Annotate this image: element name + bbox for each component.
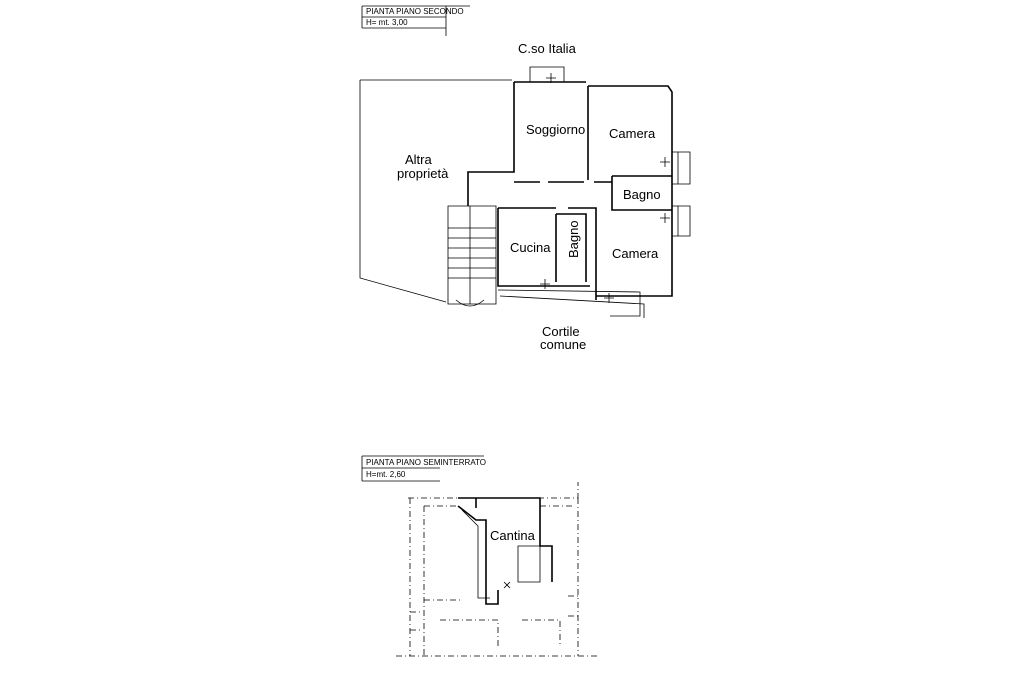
second-floor-title: PIANTA PIANO SECONDO [366, 7, 464, 16]
room-camera-top: Camera [609, 126, 656, 141]
basement-title-box: PIANTA PIANO SEMINTERRATO H=mt. 2,60 [361, 455, 486, 482]
room-soggiorno: Soggiorno [526, 122, 585, 137]
room-bagno-center: Bagno [566, 220, 581, 258]
room-bagno-right: Bagno [623, 187, 661, 202]
basement-title: PIANTA PIANO SEMINTERRATO [366, 458, 486, 467]
second-floor-height: H= mt. 3,00 [366, 18, 408, 27]
adjacent-property-label-1: Altra [405, 152, 433, 167]
basement-plan [396, 482, 600, 657]
adjacent-property-label-2: proprietà [397, 166, 449, 181]
second-floor-plan [359, 66, 691, 318]
courtyard-label-1: Cortile [542, 324, 580, 339]
room-cucina: Cucina [510, 240, 551, 255]
room-cantina: Cantina [490, 528, 536, 543]
basement-height: H=mt. 2,60 [366, 470, 406, 479]
courtyard-label-2: comune [540, 337, 586, 352]
street-label: C.so Italia [518, 41, 577, 56]
second-floor-title-box: PIANTA PIANO SECONDO H= mt. 3,00 [361, 5, 470, 36]
room-camera-bottom: Camera [612, 246, 659, 261]
